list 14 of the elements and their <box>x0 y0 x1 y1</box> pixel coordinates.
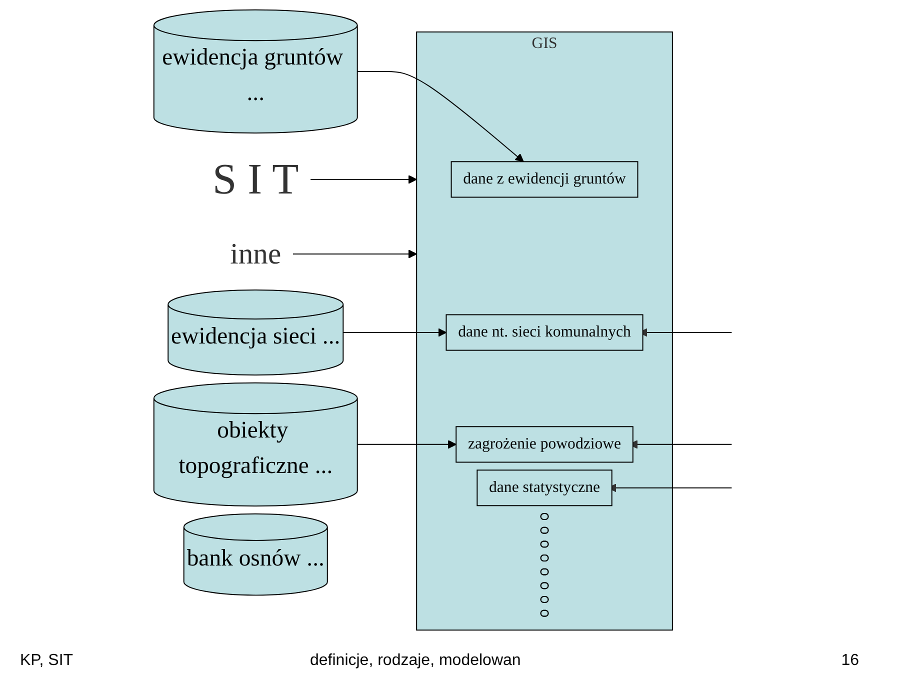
footer-text: KP, SIT <box>20 652 74 670</box>
node-box: dane z ewidencji gruntów <box>450 161 638 198</box>
node-box: dane nt. sieci komunalnych <box>446 314 644 351</box>
arrow <box>310 175 417 184</box>
arrow <box>356 440 456 449</box>
arrow <box>342 328 446 337</box>
node-box: dane statystyczne <box>476 470 612 506</box>
footer-text: definicje, rodzaje, modelowan <box>310 652 521 670</box>
arrow <box>356 70 524 162</box>
node-text: S I T <box>212 154 299 204</box>
arrow <box>292 250 417 258</box>
node-text: inne <box>230 238 281 270</box>
page-number: 16 <box>841 652 859 670</box>
node-box: zagrożenie powodziowe <box>455 426 634 463</box>
